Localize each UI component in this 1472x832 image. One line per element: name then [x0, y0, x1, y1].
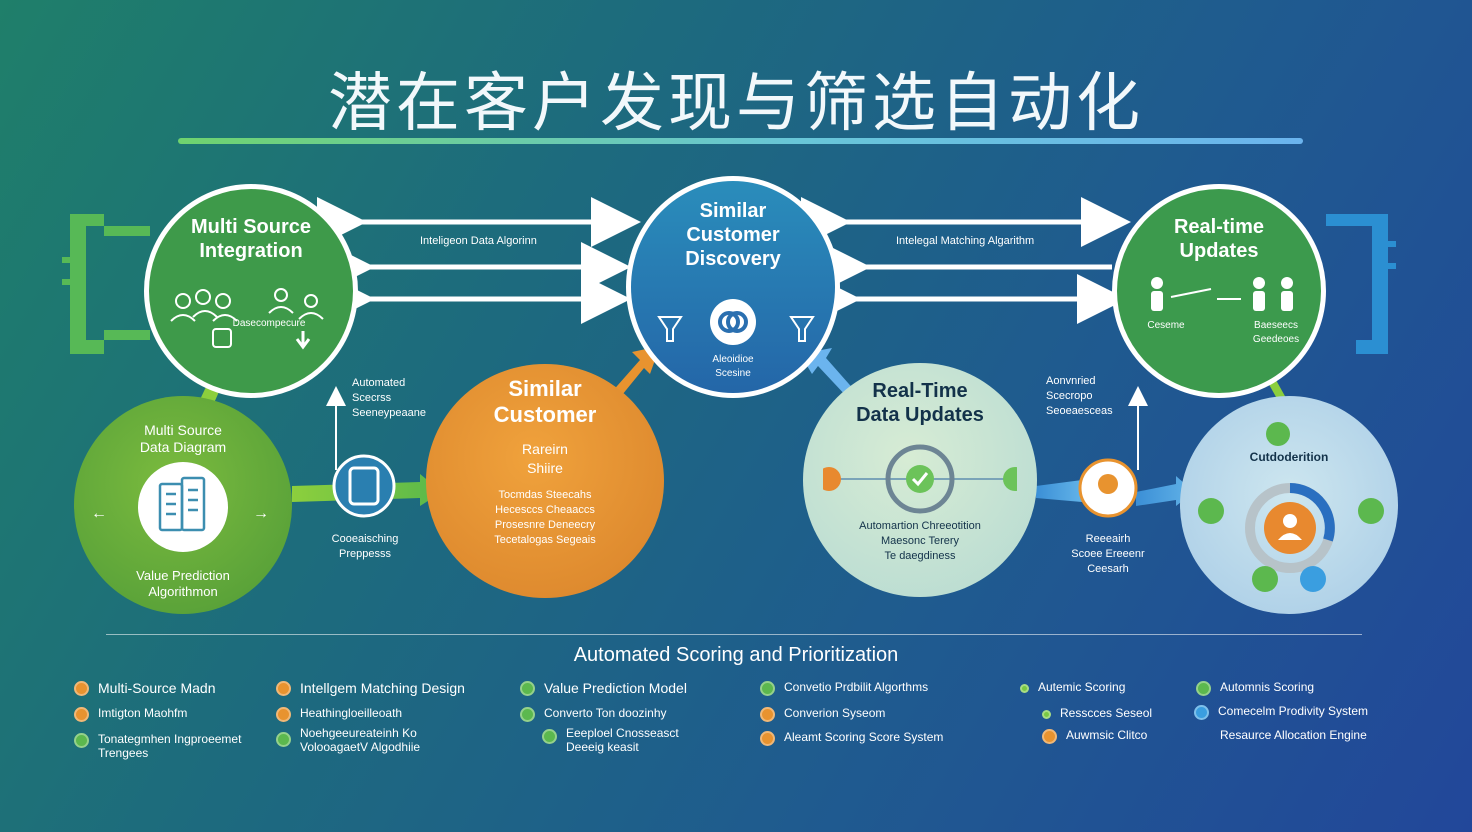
- list-item: Autemic Scoring: [1020, 680, 1125, 694]
- list-item: Automnis Scoring: [1196, 680, 1314, 696]
- arrow-profile-to-discovery: [610, 346, 660, 400]
- section-title: Automated Scoring and Prioritization: [573, 644, 899, 666]
- node-realtime-updates[interactable]: Real-time Updates Ceseme Baeseecs Geedeo…: [1112, 184, 1326, 398]
- node-multi-source-integration[interactable]: Multi Source Integration Dasecompecure: [144, 184, 358, 398]
- bullet-icon: [1194, 705, 1209, 720]
- node-caption: Automartion Chreeotition Maesonc Terery …: [859, 520, 981, 562]
- people-exchange-icon: [1151, 277, 1293, 311]
- bullet-icon: [1042, 710, 1051, 719]
- side-label-automated-left: Automated Scecrss Seeneypeaane: [352, 377, 427, 419]
- node-title: Multi Source Integration: [190, 216, 311, 262]
- user-score-icon: [1245, 483, 1335, 573]
- bullet-icon: [74, 681, 89, 696]
- bullet-icon: [1196, 681, 1211, 696]
- small-metric-icon: [1252, 566, 1278, 592]
- side-label-automated-right: Aonvnried Scecropo Seoeaesceas: [1046, 375, 1113, 417]
- list-item: Multi-Source Madn: [74, 680, 216, 697]
- list-item: Converto Ton doozinhy: [520, 706, 667, 722]
- node-title: Similar Customer Discovery: [685, 200, 781, 270]
- arrow-realtime-to-research: [1036, 480, 1082, 502]
- connector-label-top-left: Inteligeon Data Algorinn: [420, 235, 537, 247]
- bullet-icon: [74, 707, 89, 722]
- section-divider: [106, 634, 1362, 635]
- bullet-icon: [760, 707, 775, 722]
- bullet-icon: [276, 707, 291, 722]
- node-realtime-data-updates[interactable]: Real-Time Data Updates Automartion Chree…: [803, 363, 1037, 597]
- arrow-research-to-cut: [1136, 476, 1194, 506]
- small-metric-icon: [1300, 566, 1326, 592]
- list-item: Tonategmhen Ingproeemet Trengees: [74, 732, 241, 761]
- top-left-arrows: [317, 197, 641, 324]
- list-item: Eeeploel Cnosseasct Deeeig keasit: [542, 726, 679, 755]
- bullet-icon: [760, 681, 775, 696]
- bullet-icon: [74, 733, 89, 748]
- connector-label-top-right: Intelegal Matching Algarithm: [896, 235, 1035, 247]
- small-metric-icon: [1198, 498, 1224, 524]
- node-title: Real-time Updates: [1173, 216, 1265, 262]
- node-caption-right: Baeseecs Geedeoes: [1252, 320, 1300, 345]
- arrow-right-glyph: →: [253, 505, 269, 522]
- small-metric-icon: [1358, 498, 1384, 524]
- people-cluster-icon: [170, 288, 324, 350]
- side-label-coordinating: Cooeaisching Preppesss: [331, 533, 399, 560]
- bullet-icon: [520, 707, 535, 722]
- list-item: Imtigton Maohfm: [74, 706, 187, 722]
- bullet-icon: [276, 681, 291, 696]
- list-item: Heathingloeilleoath: [276, 706, 402, 722]
- bullet-icon: [760, 731, 775, 746]
- refresh-check-icon: [823, 444, 1017, 514]
- list-item: Convetio Prdbilit Algorthms: [760, 680, 928, 696]
- node-title: Multi Source Data Diagram: [139, 422, 227, 455]
- bullet-icon: [276, 732, 291, 747]
- node-title: Similar Customer: [493, 376, 597, 428]
- node-similar-customer-discovery[interactable]: Similar Customer Discovery Aleoidioe Sce…: [626, 176, 840, 398]
- top-right-arrows: [801, 197, 1131, 324]
- link-rings-icon: [710, 299, 756, 345]
- list-item: Comecelm Prodivity System: [1194, 704, 1368, 720]
- coordinating-icon: [332, 454, 396, 518]
- node-title: Cutdoderition: [1249, 450, 1329, 464]
- node-caption: Dasecompecure: [232, 318, 306, 329]
- arrow-left-glyph: ←: [91, 505, 107, 522]
- page-title: 潜在客户发现与筛选自动化: [328, 67, 1144, 141]
- list-item: Aleamt Scoring Score System: [760, 730, 943, 746]
- list-item: Value Prediction Model: [520, 680, 687, 697]
- side-label-research: Reeeairh Scoee Ereeenr Ceesarh: [1071, 533, 1145, 575]
- list-item: Auwmsic Clitco: [1042, 728, 1147, 744]
- building-data-icon: [138, 462, 228, 552]
- node-caption: Aleoidioe Scesine: [712, 354, 754, 379]
- bullet-icon: [1042, 729, 1057, 744]
- node-multi-source-data-diagram[interactable]: Multi Source Data Diagram ← → Value Pred…: [74, 396, 292, 614]
- node-caption-left: Ceseme: [1147, 320, 1185, 331]
- list-item: Converion Syseom: [760, 706, 885, 722]
- right-bracket-shape: [1326, 214, 1396, 354]
- funnel-icons: [657, 316, 815, 342]
- node-subtitle: Rareirn Shiire: [522, 441, 568, 476]
- list-item: Resaurce Allocation Engine: [1220, 728, 1367, 742]
- bullet-icon: [520, 681, 535, 696]
- node-similar-customer-profile[interactable]: Similar Customer Rareirn Shiire Tocmdas …: [426, 364, 664, 598]
- bullet-icon: [542, 729, 557, 744]
- node-caption: Tocmdas Steecahs Hecesccs Cheaaccs Prose…: [494, 489, 596, 546]
- node-footer: Value Prediction Algorithmon: [136, 568, 230, 599]
- node-cutdecision[interactable]: Cutdoderition: [1180, 396, 1398, 614]
- status-dot-icon: [1266, 422, 1290, 446]
- title-divider: [178, 138, 1303, 144]
- node-title: Real-Time Data Updates: [856, 380, 984, 426]
- list-item: Resscces Seseol: [1042, 706, 1152, 720]
- bullet-icon: [1020, 684, 1029, 693]
- list-item: Noehgeeureateinh Ko VolooagaetV Algodhii…: [276, 726, 420, 755]
- left-bracket-shape: [62, 214, 150, 354]
- list-item: Intellgem Matching Design: [276, 680, 465, 697]
- arrow-discovery-to-realtime: [800, 348, 856, 398]
